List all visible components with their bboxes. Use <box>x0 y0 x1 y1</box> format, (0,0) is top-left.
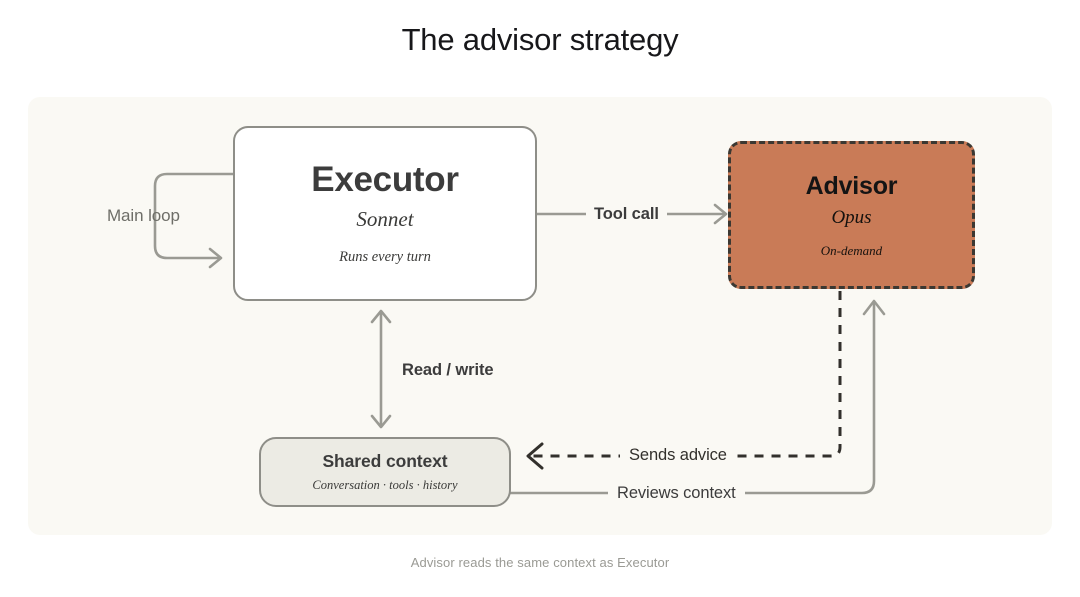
node-advisor[interactable]: Advisor Opus On-demand <box>728 141 975 289</box>
advisor-note: On-demand <box>820 242 883 258</box>
edge-label-read-write: Read / write <box>396 362 500 379</box>
diagram-caption: Advisor reads the same context as Execut… <box>410 555 670 570</box>
executor-title: Executor <box>311 160 459 200</box>
shared-context-note: Conversation · tools · history <box>312 477 458 492</box>
node-shared-context[interactable]: Shared context Conversation · tools · hi… <box>259 437 511 507</box>
page-title: The advisor strategy <box>401 22 679 57</box>
node-executor[interactable]: Executor Sonnet Runs every turn <box>233 126 537 301</box>
edge-label-sends-advice: Sends advice <box>620 447 736 464</box>
edge-label-main-loop: Main loop <box>107 206 180 225</box>
advisor-subtitle: Opus <box>831 206 872 228</box>
executor-subtitle: Sonnet <box>356 207 414 232</box>
edge-label-reviews-context: Reviews context <box>608 485 745 502</box>
executor-note: Runs every turn <box>339 249 431 266</box>
shared-context-title: Shared context <box>322 451 448 471</box>
edge-label-tool-call: Tool call <box>586 206 667 223</box>
advisor-title: Advisor <box>805 171 898 200</box>
